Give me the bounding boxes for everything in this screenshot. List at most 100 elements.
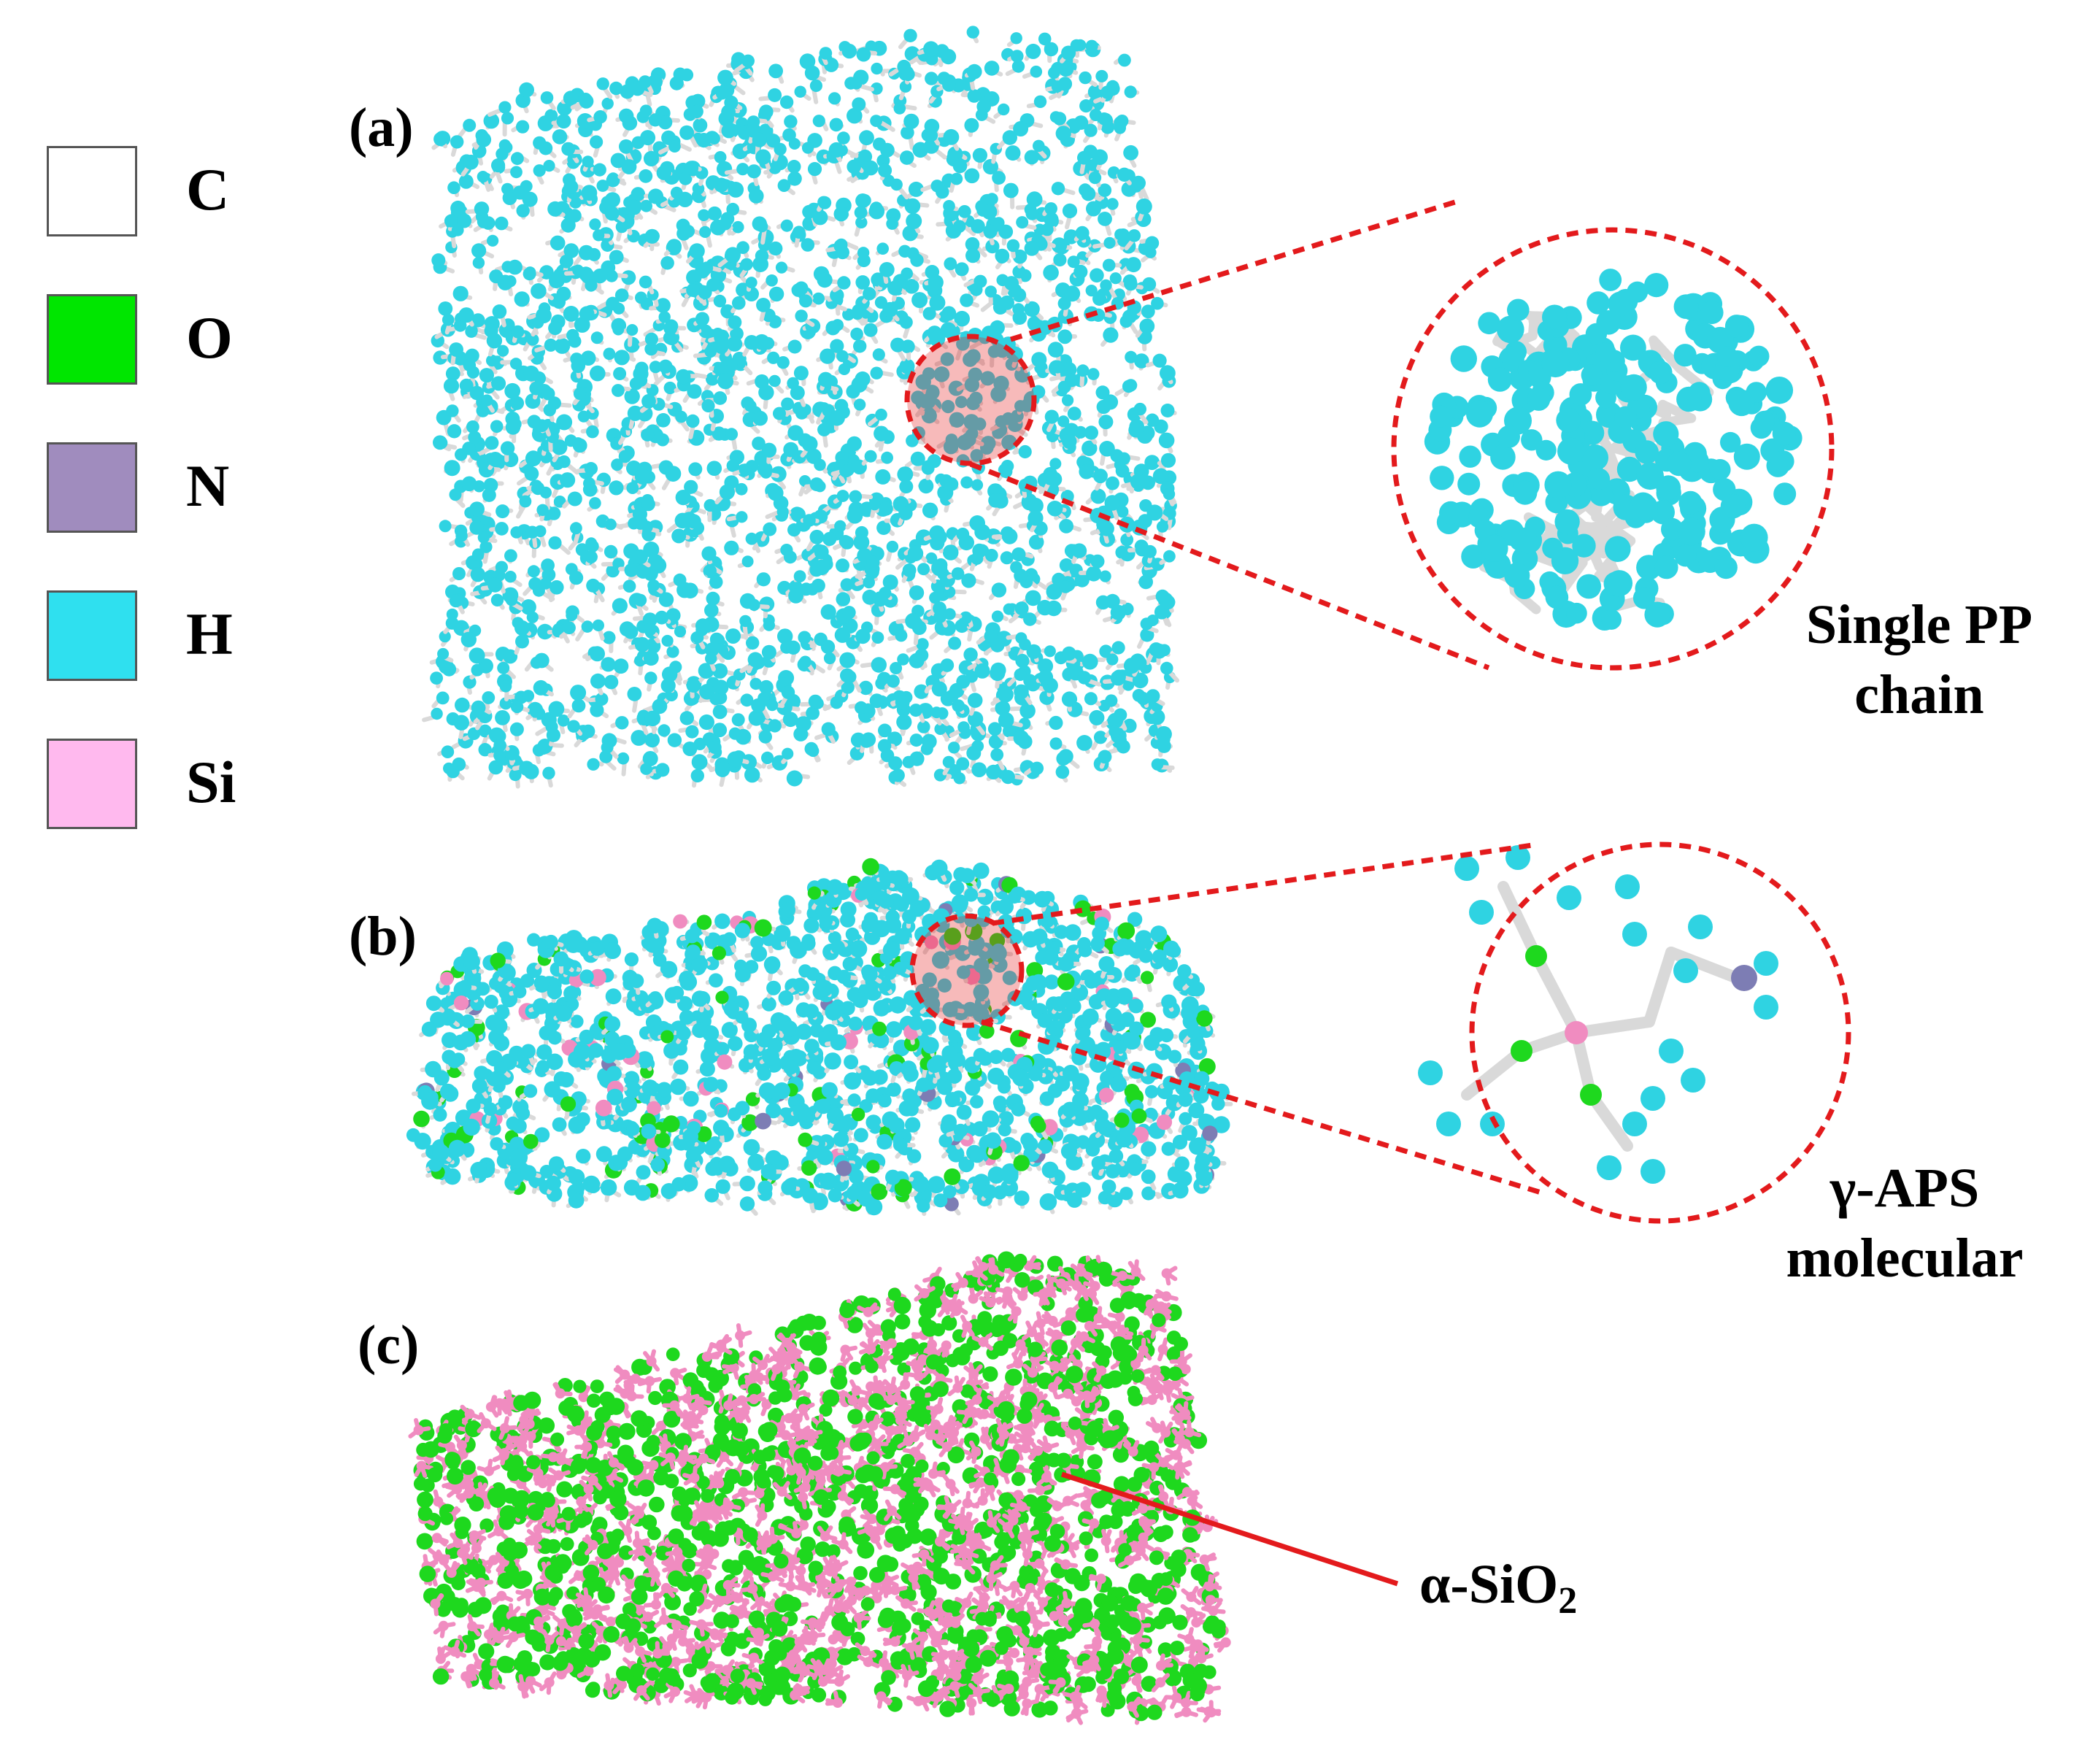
hydrogen-atom bbox=[1061, 45, 1076, 61]
hydrogen-atom bbox=[592, 619, 605, 632]
hydrogen-atom bbox=[1051, 182, 1065, 196]
hydrogen-atom bbox=[1081, 186, 1096, 201]
hydrogen-atom bbox=[963, 647, 978, 662]
hydrogen-atom bbox=[879, 262, 895, 277]
hydrogen-atom bbox=[990, 665, 1006, 682]
hydrogen-atom bbox=[783, 442, 799, 458]
hydrogen-atom bbox=[536, 419, 549, 432]
hydrogen-atom bbox=[704, 564, 717, 577]
hydrogen-atom bbox=[613, 658, 629, 674]
hydrogen-atom bbox=[699, 684, 715, 700]
legend-swatch-n bbox=[47, 442, 137, 533]
hydrogen-atom bbox=[634, 469, 651, 485]
hydrogen-atom bbox=[587, 540, 599, 552]
hydrogen-atom bbox=[917, 563, 930, 576]
hydrogen-atom bbox=[858, 680, 874, 696]
hydrogen-atom bbox=[1051, 80, 1063, 93]
hydrogen-atom bbox=[909, 585, 925, 601]
hydrogen-atom bbox=[1106, 653, 1119, 666]
hydrogen-atom bbox=[841, 680, 855, 694]
hydrogen-atom bbox=[1119, 315, 1133, 328]
hydrogen-atom bbox=[569, 571, 584, 585]
hydrogen-atom bbox=[967, 693, 983, 708]
hydrogen-atom bbox=[922, 307, 936, 320]
hydrogen-atom bbox=[780, 219, 793, 232]
hydrogen-atom bbox=[925, 72, 938, 85]
hydrogen-atom bbox=[956, 757, 970, 771]
hydrogen-atom bbox=[886, 674, 900, 688]
hydrogen-atom bbox=[891, 769, 905, 782]
hydrogen-atom bbox=[1136, 198, 1152, 215]
hydrogen-atom bbox=[615, 716, 629, 730]
hydrogen-atom bbox=[957, 721, 970, 733]
hydrogen-atom bbox=[1065, 373, 1079, 388]
hydrogen-atom bbox=[956, 674, 971, 689]
hydrogen-atom bbox=[1064, 285, 1081, 302]
hydrogen-atom bbox=[590, 331, 604, 344]
hydrogen-atom bbox=[732, 296, 746, 310]
hydrogen-atom bbox=[812, 115, 825, 128]
hydrogen-atom bbox=[897, 653, 909, 666]
hydrogen-atom bbox=[1127, 229, 1141, 242]
hydrogen-atom bbox=[1019, 703, 1036, 719]
hydrogen-atom bbox=[768, 374, 781, 388]
hydrogen-atom bbox=[727, 336, 743, 352]
hydrogen-atom bbox=[1160, 404, 1175, 417]
hydrogen-atom bbox=[965, 248, 981, 263]
hydrogen-atom bbox=[1014, 569, 1028, 583]
hydrogen-atom bbox=[530, 656, 543, 669]
hydrogen-atom bbox=[614, 350, 630, 366]
hydrogen-atom bbox=[478, 724, 492, 738]
hydrogen-atom bbox=[516, 120, 530, 134]
hydrogen-atom bbox=[751, 698, 766, 713]
legend-label-h: H bbox=[186, 601, 233, 667]
hydrogen-atom bbox=[698, 714, 715, 731]
hydrogen-atom bbox=[766, 134, 781, 148]
hydrogen-atom bbox=[911, 292, 928, 309]
hydrogen-atom bbox=[581, 620, 594, 633]
hydrogen-atom bbox=[828, 142, 844, 158]
hydrogen-atom bbox=[1100, 279, 1112, 292]
hydrogen-atom bbox=[888, 756, 903, 771]
hydrogen-atom bbox=[453, 715, 469, 731]
hydrogen-atom bbox=[447, 181, 460, 194]
hydrogen-atom bbox=[1123, 658, 1140, 674]
hydrogen-atom bbox=[573, 387, 587, 401]
hydrogen-atom bbox=[974, 663, 990, 679]
hydrogen-atom bbox=[446, 404, 459, 417]
hydrogen-atom bbox=[714, 177, 729, 193]
hydrogen-atom bbox=[966, 745, 982, 760]
hydrogen-atom bbox=[631, 187, 646, 201]
hydrogen-atom bbox=[1038, 669, 1054, 685]
hydrogen-atom bbox=[1146, 689, 1160, 704]
hydrogen-atom bbox=[490, 593, 504, 606]
hydrogen-atom bbox=[952, 220, 966, 234]
hydrogen-atom bbox=[1079, 99, 1093, 113]
hydrogen-atom bbox=[1106, 476, 1119, 490]
hydrogen-atom bbox=[589, 497, 601, 509]
hydrogen-atom bbox=[886, 217, 898, 230]
hydrogen-atom bbox=[929, 525, 945, 542]
hydrogen-atom bbox=[899, 315, 913, 329]
hydrogen-atom bbox=[743, 1139, 760, 1156]
hydrogen-atom bbox=[779, 95, 794, 109]
hydrogen-atom bbox=[872, 591, 888, 607]
aps-slab-render bbox=[406, 858, 1233, 1217]
hydrogen-atom bbox=[836, 490, 849, 502]
hydrogen-atom bbox=[850, 77, 863, 90]
hydrogen-atom bbox=[668, 140, 681, 153]
hydrogen-atom bbox=[679, 125, 695, 140]
hydrogen-atom bbox=[801, 436, 818, 452]
hydrogen-atom bbox=[876, 242, 889, 255]
hydrogen-atom bbox=[447, 424, 462, 439]
hydrogen-atom bbox=[768, 63, 783, 79]
hydrogen-atom bbox=[566, 609, 578, 622]
hydrogen-atom bbox=[439, 520, 452, 533]
hydrogen-atom bbox=[1145, 413, 1160, 427]
hydrogen-atom bbox=[804, 65, 820, 81]
hydrogen-atom bbox=[855, 193, 871, 209]
hydrogen-atom bbox=[671, 528, 687, 544]
hydrogen-atom bbox=[469, 647, 485, 664]
hydrogen-atom bbox=[741, 555, 754, 568]
